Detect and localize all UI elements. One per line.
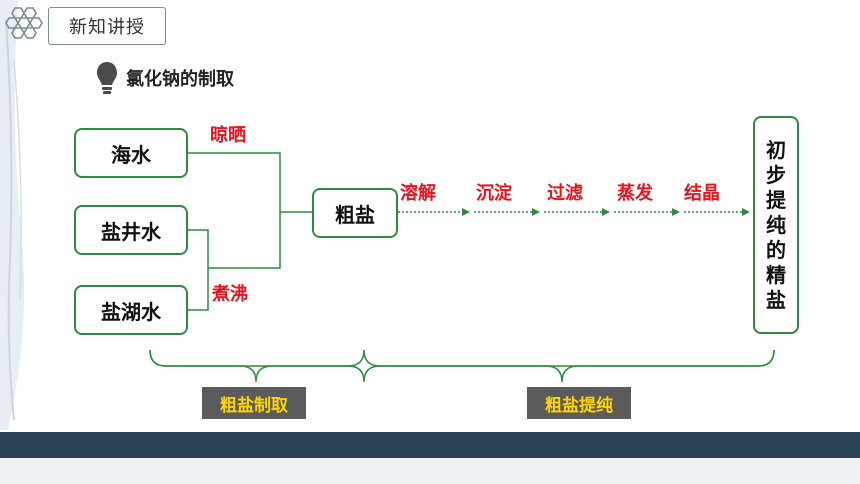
source-salt-well-water: 盐井水 bbox=[74, 205, 188, 255]
method-boil: 煮沸 bbox=[212, 284, 248, 305]
step-precipitate: 沉淀 bbox=[476, 183, 512, 204]
result-char: 精 bbox=[766, 262, 786, 287]
source-salt-lake-water: 盐湖水 bbox=[74, 285, 188, 335]
crude-salt-node: 粗盐 bbox=[312, 188, 398, 238]
footer-strip bbox=[0, 458, 860, 484]
source-seawater: 海水 bbox=[74, 128, 188, 178]
method-sun-dry: 晾晒 bbox=[210, 125, 246, 146]
result-char: 步 bbox=[766, 162, 786, 187]
section-tag: 新知讲授 bbox=[48, 7, 166, 45]
lightbulb-icon bbox=[97, 62, 117, 94]
stage-production-tag: 粗盐制取 bbox=[202, 387, 306, 419]
step-dissolve: 溶解 bbox=[400, 183, 436, 204]
footer-band bbox=[0, 432, 860, 458]
hexagon-logo-icon bbox=[5, 7, 43, 39]
result-char: 纯 bbox=[766, 212, 786, 237]
refined-salt-node: 初 步 提 纯 的 精 盐 bbox=[753, 116, 799, 334]
result-char: 提 bbox=[766, 187, 786, 212]
section-title: 氯化钠的制取 bbox=[126, 69, 234, 90]
stage-purification-tag: 粗盐提纯 bbox=[527, 387, 631, 419]
section-heading: 氯化钠的制取 bbox=[96, 60, 234, 96]
decorative-strip bbox=[0, 0, 25, 430]
step-evaporate: 蒸发 bbox=[617, 183, 653, 204]
result-char: 初 bbox=[766, 137, 786, 162]
result-char: 的 bbox=[766, 237, 786, 262]
step-filter: 过滤 bbox=[547, 183, 583, 204]
step-crystallize: 结晶 bbox=[684, 183, 720, 204]
result-char: 盐 bbox=[766, 287, 786, 312]
